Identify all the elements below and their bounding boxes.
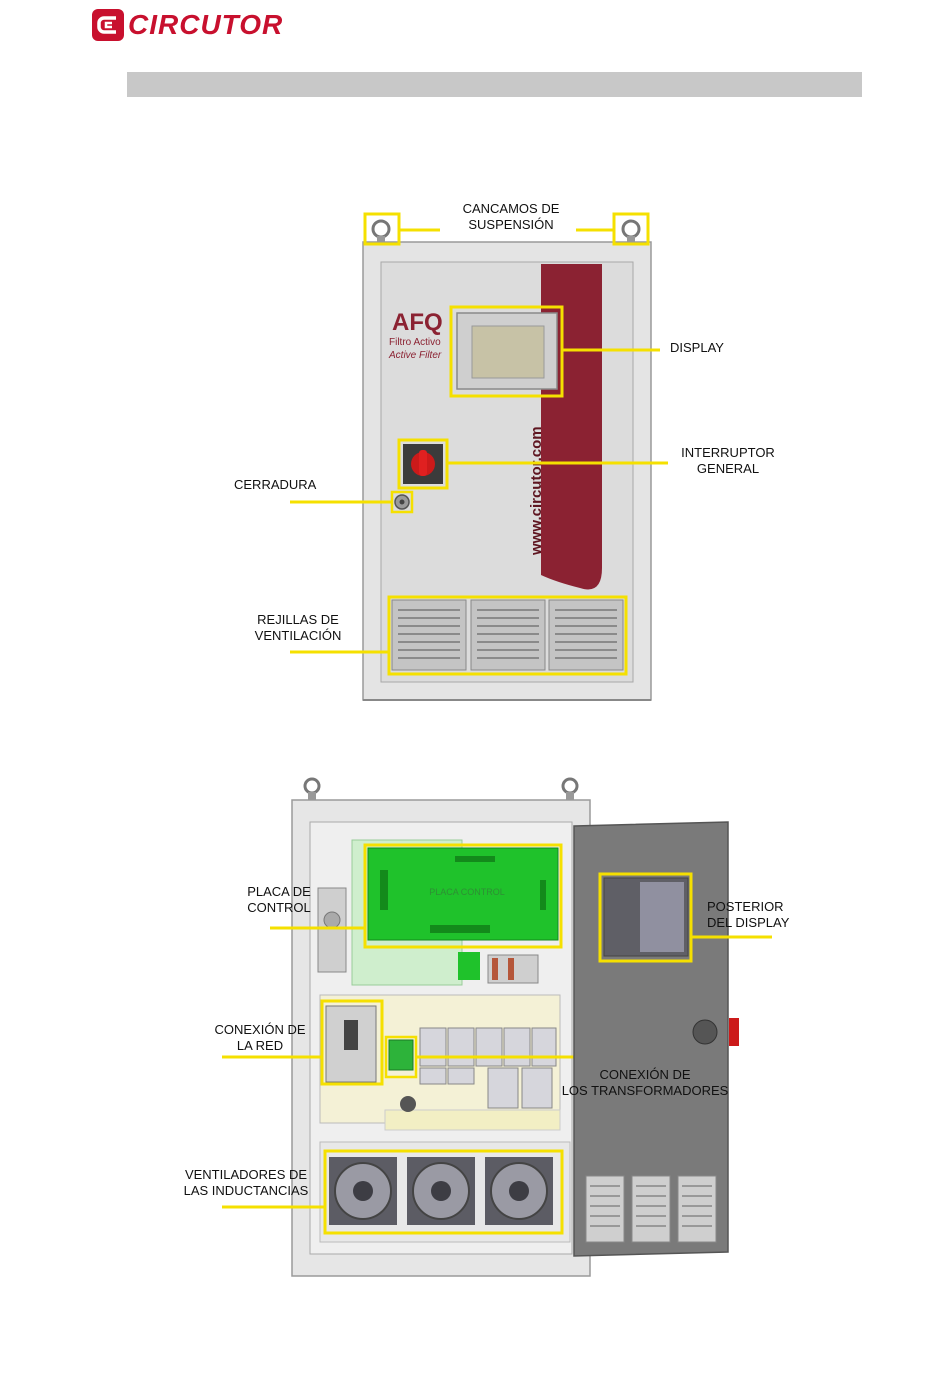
label-display-back-1: POSTERIOR (707, 899, 784, 914)
label-control-2: CONTROL (247, 900, 311, 915)
label-control-1: PLACA DE (247, 884, 311, 899)
device-subtitle-en: Active Filter (388, 350, 442, 361)
label-fans-2: LAS INDUCTANCIAS (184, 1183, 309, 1198)
label-grid-2: LA RED (237, 1038, 283, 1053)
fan-icon (329, 1157, 397, 1225)
eyebolt-right-icon (623, 221, 639, 242)
label-grilles-1: REJILLAS DE (257, 612, 339, 627)
label-display: DISPLAY (670, 340, 724, 355)
label-fans-1: VENTILADORES DE (185, 1167, 307, 1182)
device-brand: AFQ (392, 309, 443, 336)
label-grid-1: CONEXIÓN DE (214, 1022, 305, 1037)
board-caption: PLACA CONTROL (429, 887, 505, 897)
fan-icon (485, 1157, 553, 1225)
eyebolt-left-icon (373, 221, 389, 242)
label-lock: CERRADURA (234, 477, 317, 492)
label-switch-1: INTERRUPTOR (681, 445, 775, 460)
label-display-back-2: DEL DISPLAY (707, 915, 790, 930)
lock-icon (395, 495, 409, 509)
device-subtitle-es: Filtro Activo (389, 337, 441, 348)
label-transformers-1: CONEXIÓN DE (599, 1067, 690, 1082)
label-suspension-2: SUSPENSIÓN (468, 217, 553, 232)
open-view-figure: PLACA CONTROL (184, 779, 790, 1276)
eyebolt-right-icon (563, 779, 577, 800)
label-suspension-1: CANCAMOS DE (463, 201, 560, 216)
label-switch-2: GENERAL (697, 461, 759, 476)
label-grilles-2: VENTILACIÓN (255, 628, 342, 643)
label-transformers-2: LOS TRANSFORMADORES (562, 1083, 729, 1098)
website-text: www.circutor.com (528, 426, 545, 556)
main-switch-icon (403, 444, 443, 484)
eyebolt-left-icon (305, 779, 319, 800)
ventilation-grilles (392, 600, 623, 670)
front-view-figure: www.circutor.com AFQ Filtro Activo Activ… (234, 201, 775, 700)
fan-icon (407, 1157, 475, 1225)
